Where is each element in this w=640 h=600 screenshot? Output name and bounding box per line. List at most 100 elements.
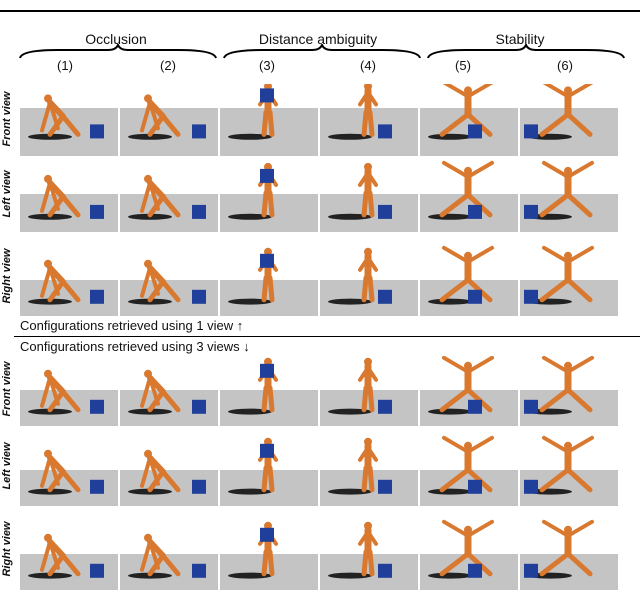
column-number: (3) [259, 58, 275, 73]
blue-cube [524, 289, 538, 304]
mannequin-limb [539, 111, 571, 137]
mannequin-head [144, 449, 152, 458]
blue-cube [468, 124, 482, 139]
mannequin-limb [465, 277, 493, 303]
row-label-left-view: Left view [1, 442, 13, 490]
shadow [528, 488, 572, 495]
column-number: (6) [557, 58, 573, 73]
pose-image-left-view-6 [520, 160, 618, 232]
mannequin-limb [366, 170, 378, 187]
mannequin-limb [160, 469, 181, 493]
mannequin-limb [439, 192, 471, 218]
mannequin-head [144, 369, 152, 378]
blue-cube [90, 479, 104, 494]
mannequin-limb [48, 100, 60, 131]
pose-image-left-view-1 [20, 160, 118, 232]
mannequin-head [464, 166, 472, 175]
shadow [228, 213, 272, 220]
mannequin-head [264, 162, 272, 171]
mannequin-head [44, 449, 52, 458]
mannequin-head [144, 259, 152, 268]
mannequin-limb [465, 551, 493, 577]
mannequin-limb [358, 90, 370, 107]
mannequin-limb [267, 385, 275, 413]
mannequin-limb [60, 553, 81, 577]
mannequin-head [364, 437, 372, 446]
pose-image-left-view-3 [220, 160, 318, 232]
mannequin-limb [358, 529, 370, 546]
pose-image-front-view-5 [420, 84, 518, 156]
blue-cube [378, 289, 392, 304]
mannequin-limb [367, 109, 375, 137]
blue-cube [524, 204, 538, 219]
row-label-front-view: Front view [1, 91, 13, 147]
mannequin-limb [442, 84, 470, 99]
mannequin-head [564, 86, 572, 95]
mannequin-limb [366, 90, 378, 107]
column-number: (1) [57, 58, 73, 73]
column-number: (2) [160, 58, 176, 73]
pose-image-right-view-2 [120, 240, 218, 316]
mannequin-limb [466, 160, 494, 179]
mannequin-limb [539, 277, 571, 303]
shadow [428, 298, 472, 305]
mannequin-limb [48, 455, 60, 486]
shadow [328, 408, 372, 415]
mannequin-limb [539, 192, 571, 218]
caption-one-view: Configurations retrieved using 1 view ↑ [20, 318, 244, 333]
mannequin-limb [466, 519, 494, 538]
mannequin-limb [565, 551, 593, 577]
pose-image-front-view-1 [20, 356, 118, 426]
row-label-front-view: Front view [1, 361, 13, 417]
mannequin-limb [358, 445, 370, 462]
mannequin-limb [60, 389, 81, 413]
pose-image-right-view-1 [20, 510, 118, 590]
blue-cube [468, 399, 482, 414]
mannequin-limb [40, 455, 52, 488]
mannequin-limb [267, 465, 275, 493]
mannequin-limb [442, 435, 470, 454]
shadow [228, 488, 272, 495]
blue-cube [260, 88, 274, 103]
pose-image-left-view-3 [220, 430, 318, 506]
mannequin-limb [442, 356, 470, 374]
mannequin-limb [366, 529, 378, 546]
mannequin-head [364, 162, 372, 171]
mannequin-limb [565, 277, 593, 303]
mannequin-limb [439, 551, 471, 577]
mannequin-limb [40, 375, 52, 408]
mannequin-head [464, 525, 472, 534]
mannequin-limb [367, 190, 375, 218]
divider [14, 336, 640, 337]
mannequin-limb [566, 519, 594, 538]
mannequin-head [364, 84, 372, 91]
mannequin-limb [148, 539, 160, 570]
mannequin-limb [358, 365, 370, 382]
pose-image-front-view-5 [420, 356, 518, 426]
mannequin-limb [40, 539, 52, 572]
mannequin-head [144, 94, 152, 103]
brace-occlusion [19, 44, 217, 59]
mannequin-limb [140, 375, 152, 408]
blue-cube [90, 399, 104, 414]
mannequin-limb [160, 113, 181, 137]
mannequin-limb [160, 389, 181, 413]
mannequin-head [44, 94, 52, 103]
blue-cube [90, 563, 104, 578]
blue-cube [260, 443, 274, 458]
mannequin-limb [367, 549, 375, 577]
mannequin-limb [267, 190, 275, 218]
mannequin-limb [60, 279, 81, 303]
blue-cube [524, 563, 538, 578]
pose-image-left-view-2 [120, 430, 218, 506]
pose-image-front-view-1 [20, 84, 118, 156]
mannequin-limb [439, 467, 471, 493]
mannequin-head [144, 533, 152, 542]
mannequin-head [44, 533, 52, 542]
blue-cube [524, 399, 538, 414]
brace-distance-ambiguity [223, 44, 421, 59]
mannequin-limb [148, 455, 160, 486]
shadow [328, 133, 372, 140]
mannequin-limb [366, 365, 378, 382]
